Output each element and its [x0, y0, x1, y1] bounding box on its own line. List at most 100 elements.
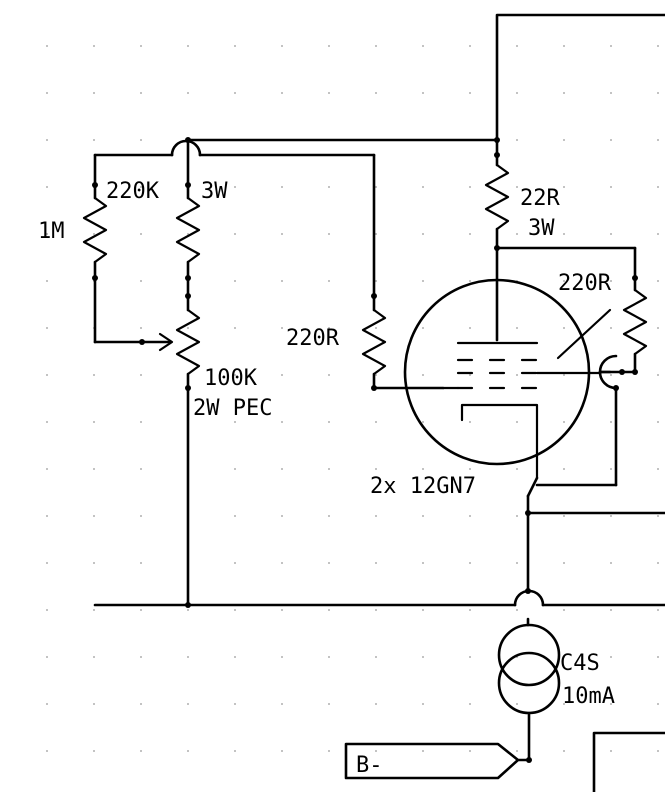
grid-dot — [375, 468, 377, 470]
grid-dot — [516, 186, 518, 188]
grid-dot — [422, 515, 424, 517]
grid-dot — [281, 421, 283, 423]
grid-dot — [46, 186, 48, 188]
grid-dot — [140, 233, 142, 235]
grid-dot — [657, 515, 659, 517]
grid-dot — [93, 703, 95, 705]
label-22r: 22R — [520, 186, 560, 211]
grid-dot — [563, 233, 565, 235]
grid-dot — [375, 703, 377, 705]
grid-dot — [328, 233, 330, 235]
grid-dot — [375, 421, 377, 423]
resistor-22r — [484, 138, 637, 342]
grid-dot — [469, 45, 471, 47]
label-220k-rating: 3W — [201, 179, 228, 204]
grid-dot — [328, 374, 330, 376]
grid-dot — [140, 703, 142, 705]
grid-dot — [328, 280, 330, 282]
grid-dot — [234, 468, 236, 470]
grid-dot — [281, 280, 283, 282]
grid-dot — [469, 703, 471, 705]
bottom-bus-wire — [93, 589, 665, 607]
grid-dot — [469, 609, 471, 611]
grid-dot — [375, 750, 377, 752]
grid-dot — [140, 139, 142, 141]
grid-dot — [281, 750, 283, 752]
grid-dot — [657, 656, 659, 658]
grid-dot — [657, 609, 659, 611]
current-source-c4s — [497, 623, 561, 762]
grid-dot — [375, 186, 377, 188]
grid-dot — [657, 327, 659, 329]
grid-dot — [234, 280, 236, 282]
grid-dot — [469, 421, 471, 423]
grid-dot — [281, 186, 283, 188]
grid-dot — [657, 374, 659, 376]
grid-dot — [657, 280, 659, 282]
grid-dot — [469, 186, 471, 188]
grid-dot — [469, 562, 471, 564]
grid-dot — [93, 609, 95, 611]
grid-dot — [328, 92, 330, 94]
vacuum-tube — [403, 278, 612, 480]
grid-dot — [516, 609, 518, 611]
screen-grid-wire — [535, 354, 618, 487]
grid-dot — [563, 609, 565, 611]
grid-dot — [46, 656, 48, 658]
grid-dot — [281, 656, 283, 658]
resistor-220k — [175, 196, 201, 312]
label-220r-grid: 220R — [286, 326, 340, 351]
grid-dot — [563, 374, 565, 376]
grid-dot — [610, 280, 612, 282]
grid-dot — [46, 374, 48, 376]
grid-dot — [328, 327, 330, 329]
grid-dot — [328, 186, 330, 188]
grid-dot — [657, 139, 659, 141]
grid-dot — [187, 750, 189, 752]
grid-dot — [516, 45, 518, 47]
grid-dot — [46, 609, 48, 611]
grid-dot — [422, 233, 424, 235]
grid-dot — [563, 327, 565, 329]
grid-dot — [657, 703, 659, 705]
grid-dot — [234, 374, 236, 376]
resistor-220r-grid — [361, 294, 445, 390]
grid-dot — [187, 92, 189, 94]
grid-dot — [281, 468, 283, 470]
grid-dot — [46, 468, 48, 470]
grid-dot — [46, 562, 48, 564]
grid-dot — [93, 515, 95, 517]
grid-dot — [657, 562, 659, 564]
grid-dot — [516, 374, 518, 376]
grid-dot — [140, 562, 142, 564]
grid-dot — [563, 703, 565, 705]
label-1m: 1M — [38, 219, 65, 244]
grid-dot — [187, 45, 189, 47]
grid-dot — [187, 703, 189, 705]
grid-dot — [563, 92, 565, 94]
label-pot-rating: 2W PEC — [193, 396, 272, 421]
grid-dot — [140, 609, 142, 611]
grid-dot — [469, 92, 471, 94]
grid-dot — [469, 468, 471, 470]
grid-dot — [469, 515, 471, 517]
grid-dot — [328, 703, 330, 705]
grid-dot — [610, 421, 612, 423]
grid-dot — [422, 280, 424, 282]
bottom-right-block — [592, 731, 665, 792]
grid-dot — [93, 750, 95, 752]
label-pot-value: 100K — [204, 366, 258, 391]
grid-dot — [46, 280, 48, 282]
grid-dot — [93, 468, 95, 470]
potentiometer-100k — [175, 308, 201, 607]
grid-dot — [516, 139, 518, 141]
grid-dot — [563, 515, 565, 517]
grid-dot — [516, 92, 518, 94]
grid-dot — [140, 750, 142, 752]
background-grid — [46, 45, 659, 752]
grid-dot — [422, 656, 424, 658]
grid-dot — [328, 421, 330, 423]
grid-dot — [187, 656, 189, 658]
grid-dot — [93, 374, 95, 376]
grid-dot — [140, 374, 142, 376]
